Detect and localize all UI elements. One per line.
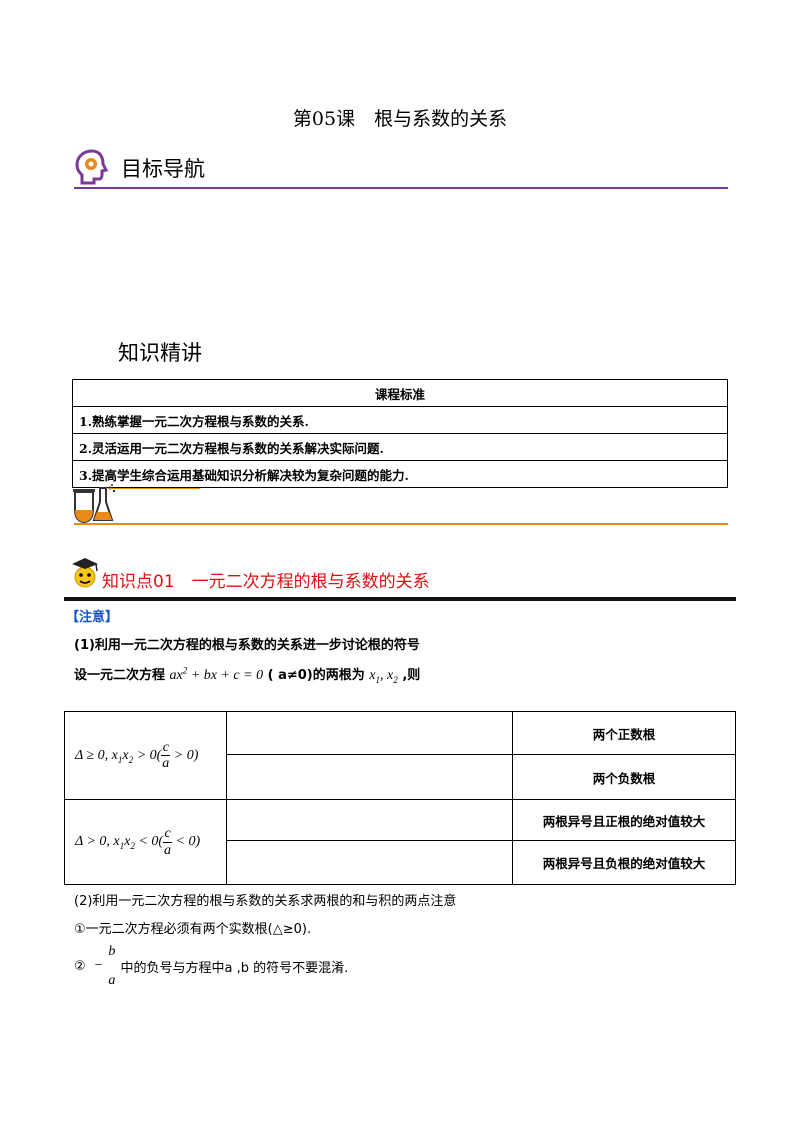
knowledge-point-bar [64,597,736,601]
standard-item: 3.提高学生综合运用基础知识分析解决较为复杂问题的能力. [72,460,728,488]
lab-short-underline [108,488,200,489]
course-standard-table: 课程标准 1.熟练掌握一元二次方程根与系数的关系. 2.灵活运用一元二次方程根与… [72,379,728,488]
note-2-marker: ② [74,958,86,974]
result-cell: 两根异号且正根的绝对值较大 [512,799,736,841]
setup-roots: x1, x2 [369,668,398,685]
brain-icon [74,148,110,186]
result-cell: 两个正数根 [512,711,736,755]
flask-icon [70,482,118,524]
blank-cell [226,711,513,755]
knowledge-heading: 知识精讲 [118,341,202,365]
neg-b-over-a: b a [108,944,116,989]
page-title: 第05课 根与系数的关系 [292,108,508,130]
standard-item: 2.灵活运用一元二次方程根与系数的关系解决实际问题. [72,433,728,461]
result-cell: 两个负数根 [512,754,736,800]
note-2-text: 中的负号与方程中a ,b 的符号不要混淆. [120,960,349,976]
blank-cell [226,754,513,800]
note-2-line: ② − b a 中的负号与方程中a ,b 的符号不要混淆. [74,944,349,989]
lab-underline [74,523,728,525]
goal-nav-heading: 目标导航 [121,157,205,181]
blank-cell [226,799,513,841]
setup-equation: ax2 + bx + c = 0 [169,665,264,683]
graduation-cap-icon [70,556,100,590]
note-1-text: ①一元二次方程必须有两个实数根(△≥0). [74,922,312,937]
point-2-text: (2)利用一元二次方程的根与系数的关系求两根的和与积的两点注意 [74,894,457,909]
setup-line: 设一元二次方程 ax2 + bx + c = 0 ( a≠0)的两根为 x1, … [74,664,421,685]
point-1-text: (1)利用一元二次方程的根与系数的关系进一步讨论根的符号 [74,638,420,653]
knowledge-point-title: 知识点01 一元二次方程的根与系数的关系 [102,572,430,592]
goal-nav-underline [74,187,728,189]
standard-header: 课程标准 [72,379,728,407]
setup-condition: ( a≠0)的两根为 [267,668,365,683]
blank-cell [226,840,513,885]
note-label: 【注意】 [66,610,119,625]
setup-prefix: 设一元二次方程 [74,668,166,683]
result-cell: 两根异号且负根的绝对值较大 [512,840,736,885]
standard-item: 1.熟练掌握一元二次方程根与系数的关系. [72,406,728,434]
setup-suffix: ,则 [402,668,421,683]
